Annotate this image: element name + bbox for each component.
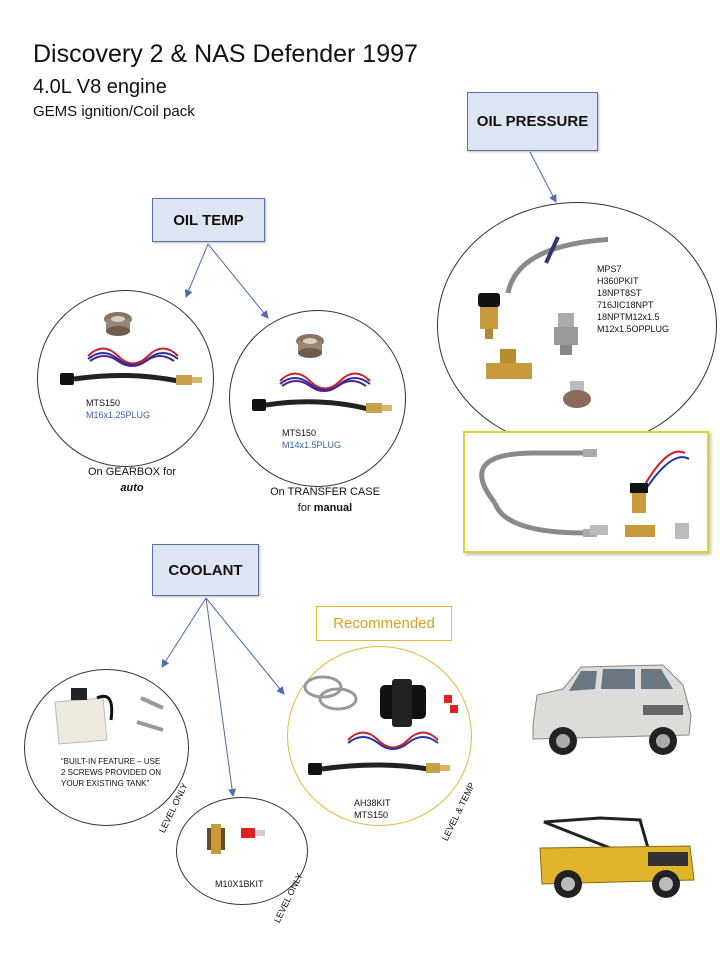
coolant-tank-icon [54,697,108,745]
oil-pressure-part: M12x1.5OPPLUG [597,324,670,334]
gearbox-caption: On GEARBOX for auto [62,464,202,496]
braided-hose-icon [505,237,608,294]
arrow-oil-pressure [529,151,557,203]
engine-subtitle: 4.0L V8 engine [33,76,167,98]
wiring-harness-icon [347,731,439,750]
jic-fitting-icon [590,525,608,535]
hose-clamp-icon [303,675,358,711]
arrow-oil-temp-gearbox [184,243,209,298]
oil-pressure-part: 18NPT8ST [597,288,642,298]
arrow-coolant-recommended [205,597,285,695]
oil-pressure-part-list: MPS7 H360PKIT 18NPT8ST 716JIC18NPT 18NPT… [597,263,669,335]
oil-pressure-part: H360PKIT [597,276,639,286]
level-sensor-icon [207,824,225,854]
wiring-harness-icon [279,372,371,392]
arrow-coolant-m10 [205,597,237,797]
gearbox-caption-line2: auto [120,482,144,494]
oil-pressure-part: MPS7 [597,264,622,274]
coolant-tank-image [54,688,164,745]
transfer-caption-prefix: for [297,502,314,514]
gearbox-kit-circle: MTS150 M16x1.25PLUG [37,290,214,467]
recommended-part-1: AH38KIT [354,798,391,808]
page-title: Discovery 2 & NAS Defender 1997 [33,40,418,68]
recommended-label: Recommended [316,606,452,641]
gearbox-part-1: MTS150 [86,398,121,408]
plug-icon [104,312,132,336]
sensor-cable-icon [308,762,450,775]
builtin-note: “BUILT-IN FEATURE – USE 2 SCREWS PROVIDE… [61,757,162,788]
sensor-cable-icon [60,372,202,385]
coolant-header: COOLANT [152,544,259,596]
oil-pressure-parts-image [478,236,608,408]
screw-icon [136,696,164,732]
transfer-caption-line1: On TRANSFER CASE [270,486,380,498]
brass-tee-icon [625,525,655,537]
defender-car-icon [539,816,695,898]
transfer-part-1: MTS150 [282,428,317,438]
discovery-vehicle-image [532,664,692,755]
connector-icon [241,828,265,838]
arrow-oil-temp-transfer [207,243,269,319]
braided-hose-icon [479,450,585,505]
sensor-cable-icon [252,399,392,413]
discovery-car-icon [532,664,692,755]
recommended-part-2: MTS150 [354,810,389,820]
hose-adapter-icon [380,679,426,727]
adapter-fitting-icon [554,313,578,355]
transfer-kit-circle: MTS150 M14x1.5PLUG [229,310,406,487]
hose-end-icon [544,236,560,264]
builtin-tank-circle: “BUILT-IN FEATURE – USE 2 SCREWS PROVIDE… [24,669,189,826]
m10-kit-circle: M10X1BKIT [176,797,308,905]
temp-sensor-kit-image [252,334,392,413]
plug-icon [296,334,324,358]
transfer-caption: On TRANSFER CASE for manual [250,484,400,516]
wiring-harness-icon [87,347,179,367]
pressure-sender-icon [478,293,500,339]
oil-temp-header: OIL TEMP [152,198,265,242]
adapter-fitting-icon [675,523,689,539]
transfer-caption-bold: manual [313,502,353,514]
oil-pressure-assembly-photo [463,431,709,553]
plug-icon [563,381,591,408]
oil-pressure-kit-circle: MPS7 H360PKIT 18NPT8ST 716JIC18NPT 18NPT… [437,202,717,449]
m10-kit-image [207,824,265,854]
gearbox-caption-line1: On GEARBOX for [87,466,177,478]
ignition-subtitle: GEMS ignition/Coil pack [33,103,195,120]
recommended-kit-image [303,675,458,775]
transfer-part-2: M14x1.5PLUG [282,440,342,450]
connector-icon [444,695,458,713]
recommended-kit-circle: AH38KIT MTS150 [287,646,472,826]
transfer-caption-line2: for manual [250,500,400,516]
m10-part: M10X1BKIT [215,879,264,889]
oil-pressure-header: OIL PRESSURE [467,92,598,151]
gearbox-part-2: M16x1.25PLUG [86,410,151,420]
defender-vehicle-image [539,816,695,898]
assembly-image [479,449,690,539]
brass-tee-icon [486,349,532,379]
temp-sensor-kit-image [60,312,202,385]
oil-pressure-part: 18NPTM12x1.5 [597,312,660,322]
arrow-coolant-builtin [161,597,207,668]
oil-pressure-part: 716JIC18NPT [597,300,654,310]
pressure-sender-icon [630,483,648,513]
